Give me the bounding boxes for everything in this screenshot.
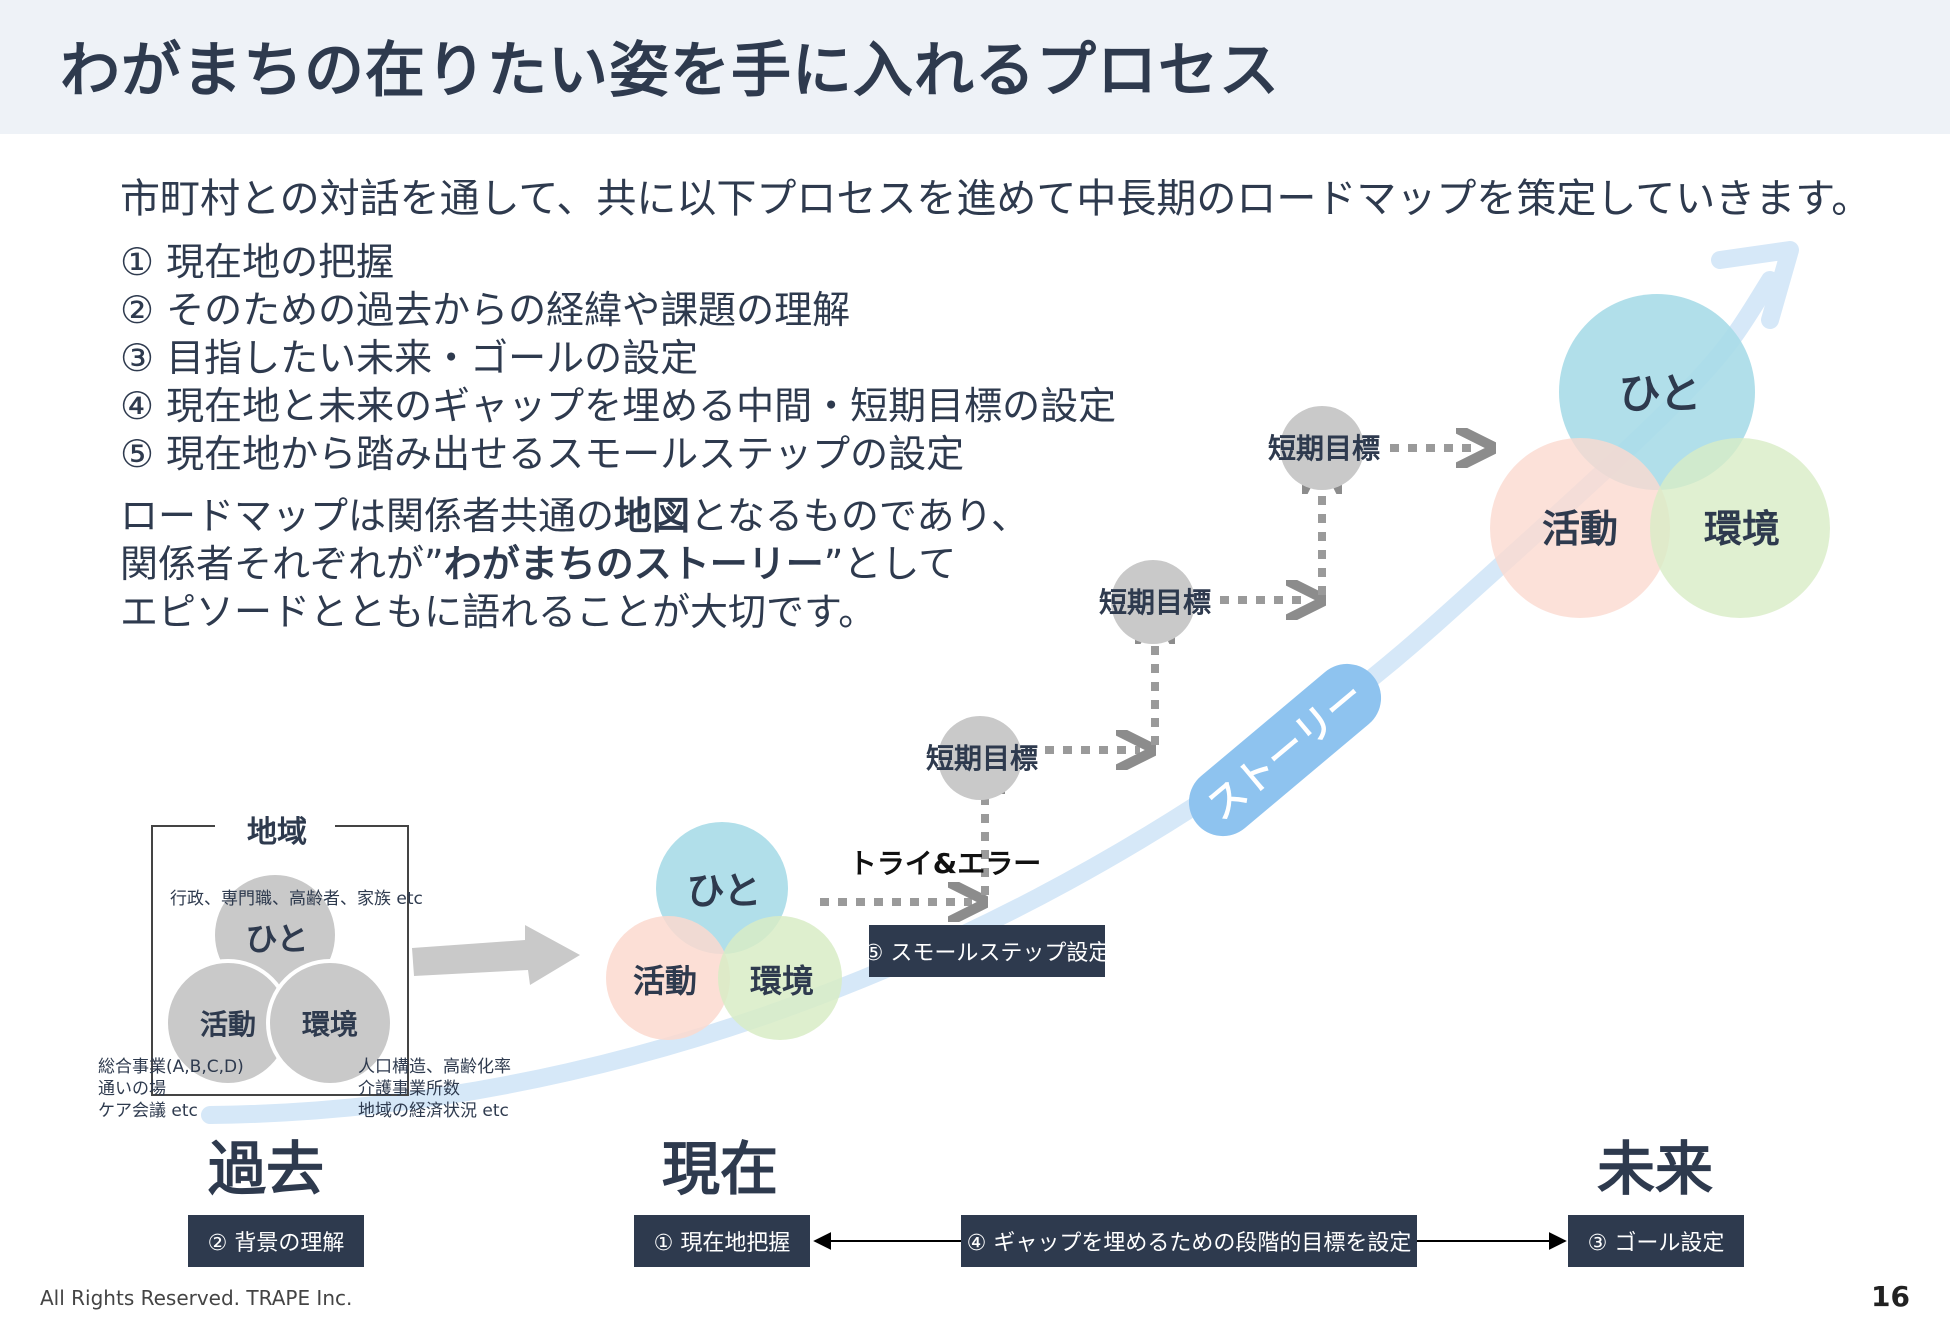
step-item: ② そのための過去からの経緯や課題の理解 <box>120 288 851 332</box>
future-environment-circle <box>1650 438 1830 618</box>
era-future: 未来 <box>1597 1135 1714 1203</box>
region-to-present-arrow <box>412 925 580 985</box>
background-box: ② 背景の理解 <box>188 1215 364 1267</box>
future-activity-label: 活動 <box>1542 507 1618 551</box>
story-arrowhead <box>1711 241 1799 329</box>
present-activity-circle <box>606 916 730 1040</box>
step-item: ① 現在地の把握 <box>120 240 395 284</box>
summary-text: ロードマップは関係者共通の地図となるものであり、 関係者それぞれが”わがまちのス… <box>120 492 1029 636</box>
present-environment-label: 環境 <box>750 962 814 1000</box>
step-item: ③ 目指したい未来・ゴールの設定 <box>120 336 699 380</box>
goal-box: ③ ゴール設定 <box>1568 1215 1744 1267</box>
region-activity-label: 活動 <box>200 1008 256 1041</box>
copyright-footer: All Rights Reserved. TRAPE Inc. <box>40 1286 353 1310</box>
present-people-label: ひと <box>687 869 762 913</box>
future-activity-circle <box>1490 438 1670 618</box>
future-environment-label: 環境 <box>1704 507 1780 551</box>
region-frame: 地域 <box>151 815 409 1096</box>
story-curve <box>201 271 1779 1124</box>
summary-text-part: ”として <box>823 542 957 586</box>
trial-error-label: トライ&エラー <box>849 847 1041 880</box>
note-line: 介護事業所数 <box>358 1079 460 1099</box>
title-bar <box>0 0 1950 134</box>
era-past: 過去 <box>208 1135 325 1203</box>
region-environment-note: 人口構造、高齢化率 介護事業所数 地域の経済状況 etc <box>358 1056 511 1122</box>
region-people-label: ひと <box>245 920 308 958</box>
era-present: 現在 <box>662 1135 779 1203</box>
region-activity-note: 総合事業(A,B,C,D) 通いの場 ケア会議 etc <box>98 1056 244 1122</box>
region-people-note: 行政、専門職、高齢者、家族 etc <box>170 889 423 909</box>
region-environment-label: 環境 <box>302 1008 358 1041</box>
short-goal-label: 短期目標 <box>926 742 1038 775</box>
summary-text-part: ロードマップは関係者共通の <box>120 494 615 538</box>
current-position-box: ① 現在地把握 <box>634 1215 810 1267</box>
story-label: ストーリー <box>1199 673 1373 829</box>
region-environment-circle <box>266 959 394 1087</box>
region-title: 地域 <box>247 815 307 850</box>
process-steps: ① 現在地の把握 ② そのための過去からの経緯や課題の理解 ③ 目指したい未来・… <box>120 238 1116 478</box>
future-people-label: ひと <box>1619 369 1702 418</box>
note-line: 総合事業(A,B,C,D) <box>98 1057 244 1077</box>
short-goal-label: 短期目標 <box>1099 586 1211 619</box>
page-number: 16 <box>1871 1280 1910 1313</box>
summary-text-part: 関係者それぞれが” <box>120 542 444 586</box>
present-activity-label: 活動 <box>633 962 697 1000</box>
short-goal-circle <box>938 716 1022 800</box>
summary-text-part: エピソードとともに語れることが大切です。 <box>120 590 877 634</box>
short-goal-label: 短期目標 <box>1268 432 1380 465</box>
note-line: 通いの場 <box>98 1079 166 1099</box>
note-line: ケア会議 etc <box>98 1101 198 1121</box>
step-item: ④ 現在地と未来のギャップを埋める中間・短期目標の設定 <box>120 384 1117 428</box>
roadmap-dotted-path <box>820 448 1480 902</box>
gap-goal-box: ④ ギャップを埋めるための段階的目標を設定 <box>961 1215 1417 1267</box>
short-goal-circle <box>1280 406 1364 490</box>
summary-emphasis: わがまちのストーリー <box>443 542 824 586</box>
note-line: 地域の経済状況 etc <box>358 1101 509 1121</box>
note-line: 人口構造、高齢化率 <box>358 1057 511 1077</box>
step-item: ⑤ 現在地から踏み出せるスモールステップの設定 <box>120 432 965 476</box>
page-title: わがまちの在りたい姿を手に入れるプロセス <box>60 36 1280 106</box>
short-goal-circle <box>1111 560 1195 644</box>
summary-text-part: となるものであり、 <box>690 494 1029 538</box>
future-people-circle <box>1559 294 1755 490</box>
intro-text: 市町村との対話を通して、共に以下プロセスを進めて中長期のロードマップを策定してい… <box>120 176 1872 222</box>
small-step-box: ⑤ スモールステップ設定 <box>864 925 1110 977</box>
summary-emphasis: 地図 <box>614 494 691 538</box>
present-environment-circle <box>718 916 842 1040</box>
story-badge: ストーリー <box>1188 663 1382 837</box>
